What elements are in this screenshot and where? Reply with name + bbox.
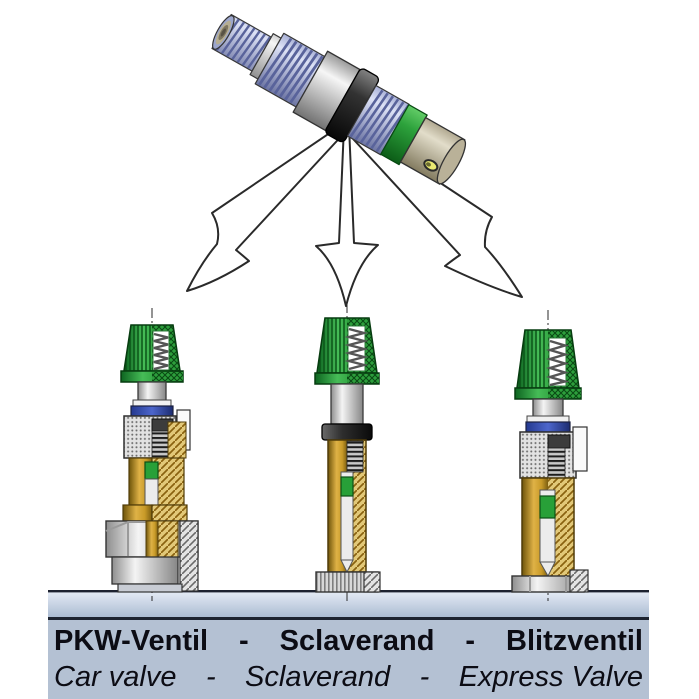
label-pkw-ventil: PKW-Ventil (54, 625, 209, 657)
car-valve-cross-section (105, 308, 199, 601)
spring (344, 327, 369, 371)
tip-bore (212, 15, 235, 50)
separator-dash: - (419, 661, 430, 693)
caption-row-german: PKW-Ventil - Sclaverand - Blitzventil (48, 627, 649, 656)
green-seal-band (144, 461, 159, 480)
label-blitzventil: Blitzventil (506, 625, 643, 657)
distribution-arrows (186, 121, 523, 307)
seal-ring-blue (525, 421, 571, 433)
pump-valve-adapter (211, 13, 467, 185)
diagram-canvas (48, 13, 649, 618)
separator-dash: - (239, 625, 249, 657)
separator-dash: - (465, 625, 476, 657)
green-seal-band (340, 476, 354, 497)
arrow-down-icon (315, 125, 379, 307)
caption-panel: PKW-Ventil - Sclaverand - Blitzventil Ca… (48, 617, 649, 699)
label-sclaverand-en: Sclaverand (245, 661, 391, 693)
green-seal-band (539, 495, 556, 519)
side-hole (423, 159, 439, 172)
label-express-valve: Express Valve (458, 661, 643, 693)
lock-ring-black (321, 423, 373, 441)
arrow-down-left-icon (186, 123, 348, 292)
label-sclaverand-de: Sclaverand (279, 625, 435, 657)
spring (153, 332, 169, 371)
caption-row-english: Car valve - Sclaverand - Express Valve (48, 663, 649, 692)
separator-dash: - (205, 661, 216, 693)
tire-surface (48, 590, 649, 618)
mid-thread-lines (258, 37, 324, 104)
label-car-valve: Car valve (54, 661, 177, 693)
spring (545, 339, 570, 387)
sclaverand-valve-cross-section (314, 303, 381, 601)
seal-ring-blue (130, 405, 174, 417)
arrow-down-right-icon (342, 121, 523, 298)
express-valve-cross-section (511, 310, 589, 601)
rear-thread-lines (349, 89, 410, 153)
